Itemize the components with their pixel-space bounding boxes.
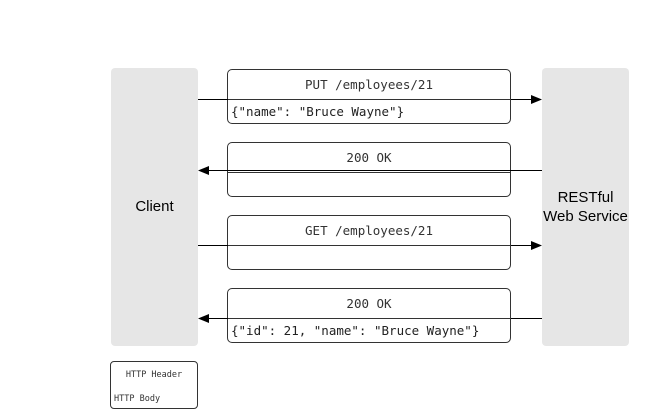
legend: HTTP Header HTTP Body xyxy=(110,361,198,409)
message-box-put-request: PUT /employees/21 {"name": "Bruce Wayne"… xyxy=(227,69,511,124)
client-label: Client xyxy=(135,198,174,215)
legend-body-label: HTTP Body xyxy=(114,394,161,404)
message-box-get-response: 200 OK {"id": 21, "name": "Bruce Wayne"} xyxy=(227,288,511,343)
message-body xyxy=(231,247,507,269)
message-box-get-request: GET /employees/21 xyxy=(227,215,511,270)
arrowhead-left-icon xyxy=(198,166,209,175)
message-header: 200 OK xyxy=(346,150,392,165)
message-header: GET /employees/21 xyxy=(305,223,433,238)
arrowhead-right-icon xyxy=(531,95,542,104)
service-label: RESTful Web Service xyxy=(543,189,628,225)
arrowhead-left-icon xyxy=(198,314,209,323)
message-header: PUT /employees/21 xyxy=(305,77,433,92)
client-block: Client xyxy=(111,68,198,346)
legend-header-label: HTTP Header xyxy=(125,370,183,380)
service-block: RESTful Web Service xyxy=(542,68,629,346)
message-body xyxy=(231,174,507,196)
message-body: {"name": "Bruce Wayne"} xyxy=(231,104,405,119)
message-header: 200 OK xyxy=(346,296,392,311)
arrowhead-right-icon xyxy=(531,241,542,250)
message-box-put-response: 200 OK xyxy=(227,142,511,197)
message-body: {"id": 21, "name": "Bruce Wayne"} xyxy=(231,323,480,338)
